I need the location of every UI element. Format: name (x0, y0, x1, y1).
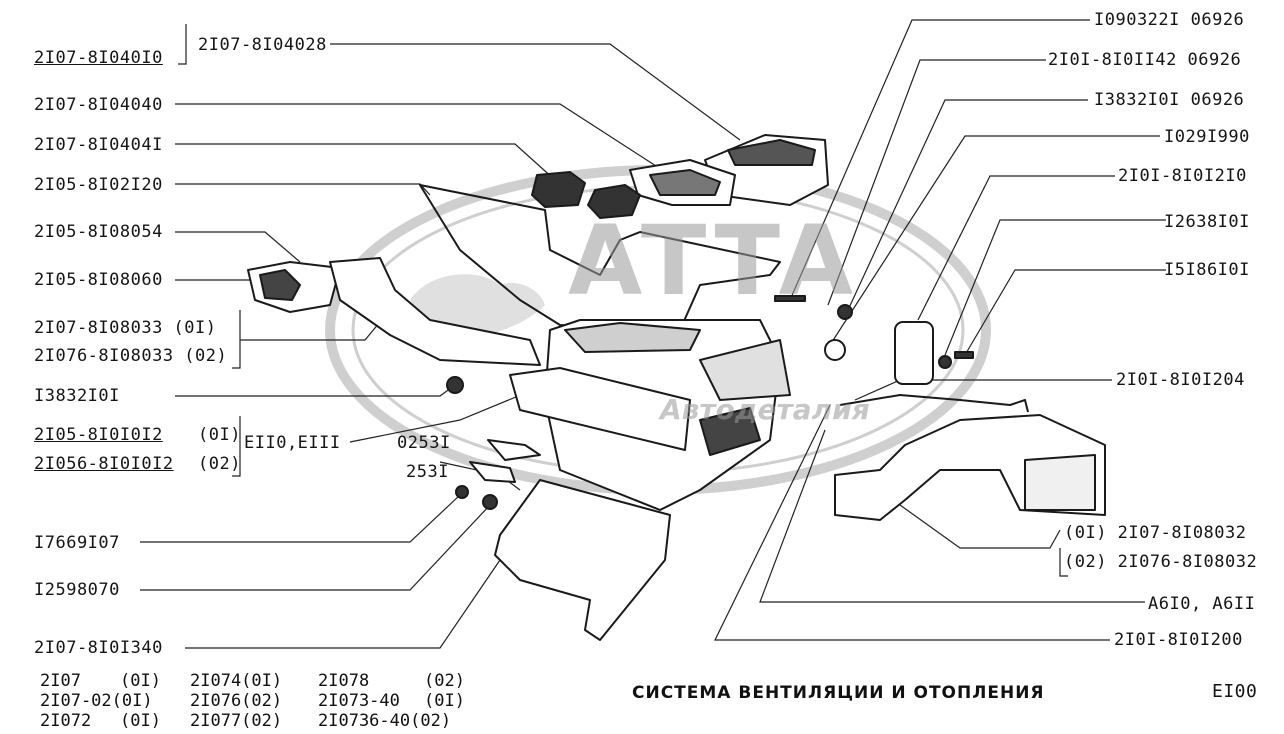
callout-seal: I029I990 (1164, 127, 1250, 147)
side-duct-right (834, 414, 1106, 521)
model-cell: 2I076(02) (190, 691, 283, 711)
callout-nozzle-left: 2I07-8I0404I (34, 135, 163, 155)
callout-nozzle-right: 2I07-8I04040 (34, 95, 163, 115)
callout-right-duct-02: (02) 2I076-8I08032 (1064, 552, 1258, 572)
callout-screw: I7669I07 (34, 533, 120, 553)
model-cell: (0I) (120, 671, 161, 691)
model-cell: (0I) (424, 691, 465, 711)
model-cell: 2I0736-40(02) (318, 711, 452, 731)
callout-heater-01: 2I05-8I0I0I2 (34, 425, 163, 445)
callout-washer: I2598070 (34, 580, 120, 600)
air-duct-upper (629, 134, 829, 206)
callout-gasket: 2I05-8I02I20 (34, 175, 163, 195)
callout-heater-01-code: (0I) (198, 425, 241, 445)
bracket-0253I (487, 439, 541, 461)
callout-left-duct-02: 2I076-8I08033 (02) (34, 346, 228, 366)
callout-coolant-pipe: 2I0I-8I0I204 (1116, 370, 1245, 390)
model-cell: 2I07-02(0I) (40, 691, 153, 711)
callout-clamp: 2I0I-8I0II42 06926 (1048, 50, 1242, 70)
model-cell: 2I072 (40, 711, 92, 731)
callout-heater-02: 2I056-8I0I0I2 (34, 454, 174, 474)
model-cell: (0I) (120, 711, 161, 731)
callout-heater-models: EII0,EIII (244, 433, 341, 453)
assembly-part-number: 2I07-8I040I0 (34, 48, 163, 68)
heater-parts (247, 134, 1106, 641)
bracket-253I (469, 461, 516, 483)
model-cell: (02) (424, 671, 465, 691)
watermark-text: ATTA (568, 205, 859, 317)
model-cell: 2I077(02) (190, 711, 283, 731)
lower-cover (494, 479, 671, 641)
callout-side-nozzle-body: 2I05-8I08060 (34, 270, 163, 290)
callout-nut-left: I3832I0I (34, 386, 120, 406)
model-cell: 2I074(0I) (190, 671, 283, 691)
callout-screw-right: I5I86I0I (1164, 260, 1250, 280)
bracket-assembly (178, 24, 187, 65)
callout-bolt: I090322I 06926 (1094, 10, 1245, 30)
valve-plate (894, 321, 934, 385)
callout-lower-cover: 2I07-8I0I340 (34, 638, 163, 658)
callout-air-duct: 2I07-8I04028 (198, 35, 327, 55)
callout-right-duct-01: (0I) 2I07-8I08032 (1064, 523, 1247, 543)
air-nozzles (531, 171, 641, 219)
fasteners (446, 295, 974, 510)
model-cell: 2I073-40 (318, 691, 400, 711)
callout-bracket-0253I: 0253I (397, 433, 451, 453)
callout-side-nozzle: 2I05-8I08054 (34, 222, 163, 242)
gasket-frame (419, 184, 781, 331)
callout-hose: 2I0I-8I0I200 (1114, 630, 1243, 650)
sheet-title: СИСТЕМА ВЕНТИЛЯЦИИ И ОТОПЛЕНИЯ (632, 683, 1045, 703)
callout-washer-right: I2638I0I (1164, 212, 1250, 232)
heater-housing (509, 319, 791, 511)
callout-valve: 2I0I-8I0I2I0 (1118, 166, 1247, 186)
left-leader-lines (140, 24, 741, 649)
coolant-pipe (839, 394, 1029, 413)
callout-bracket-253I: 253I (406, 462, 449, 482)
callout-a610: A6I0, A6II (1148, 594, 1256, 614)
side-duct-left (247, 257, 541, 366)
callout-left-duct-01: 2I07-8I08033 (0I) (34, 318, 217, 338)
callout-nut-right: I3832I0I 06926 (1094, 90, 1245, 110)
model-cell: 2I078 (318, 671, 370, 691)
watermark-subtext: Автодеталия (660, 393, 870, 426)
right-leader-lines (714, 19, 1166, 641)
callout-heater-02-code: (02) (198, 454, 241, 474)
sheet-number: EI00 (1212, 681, 1258, 702)
model-cell: 2I07 (40, 671, 81, 691)
